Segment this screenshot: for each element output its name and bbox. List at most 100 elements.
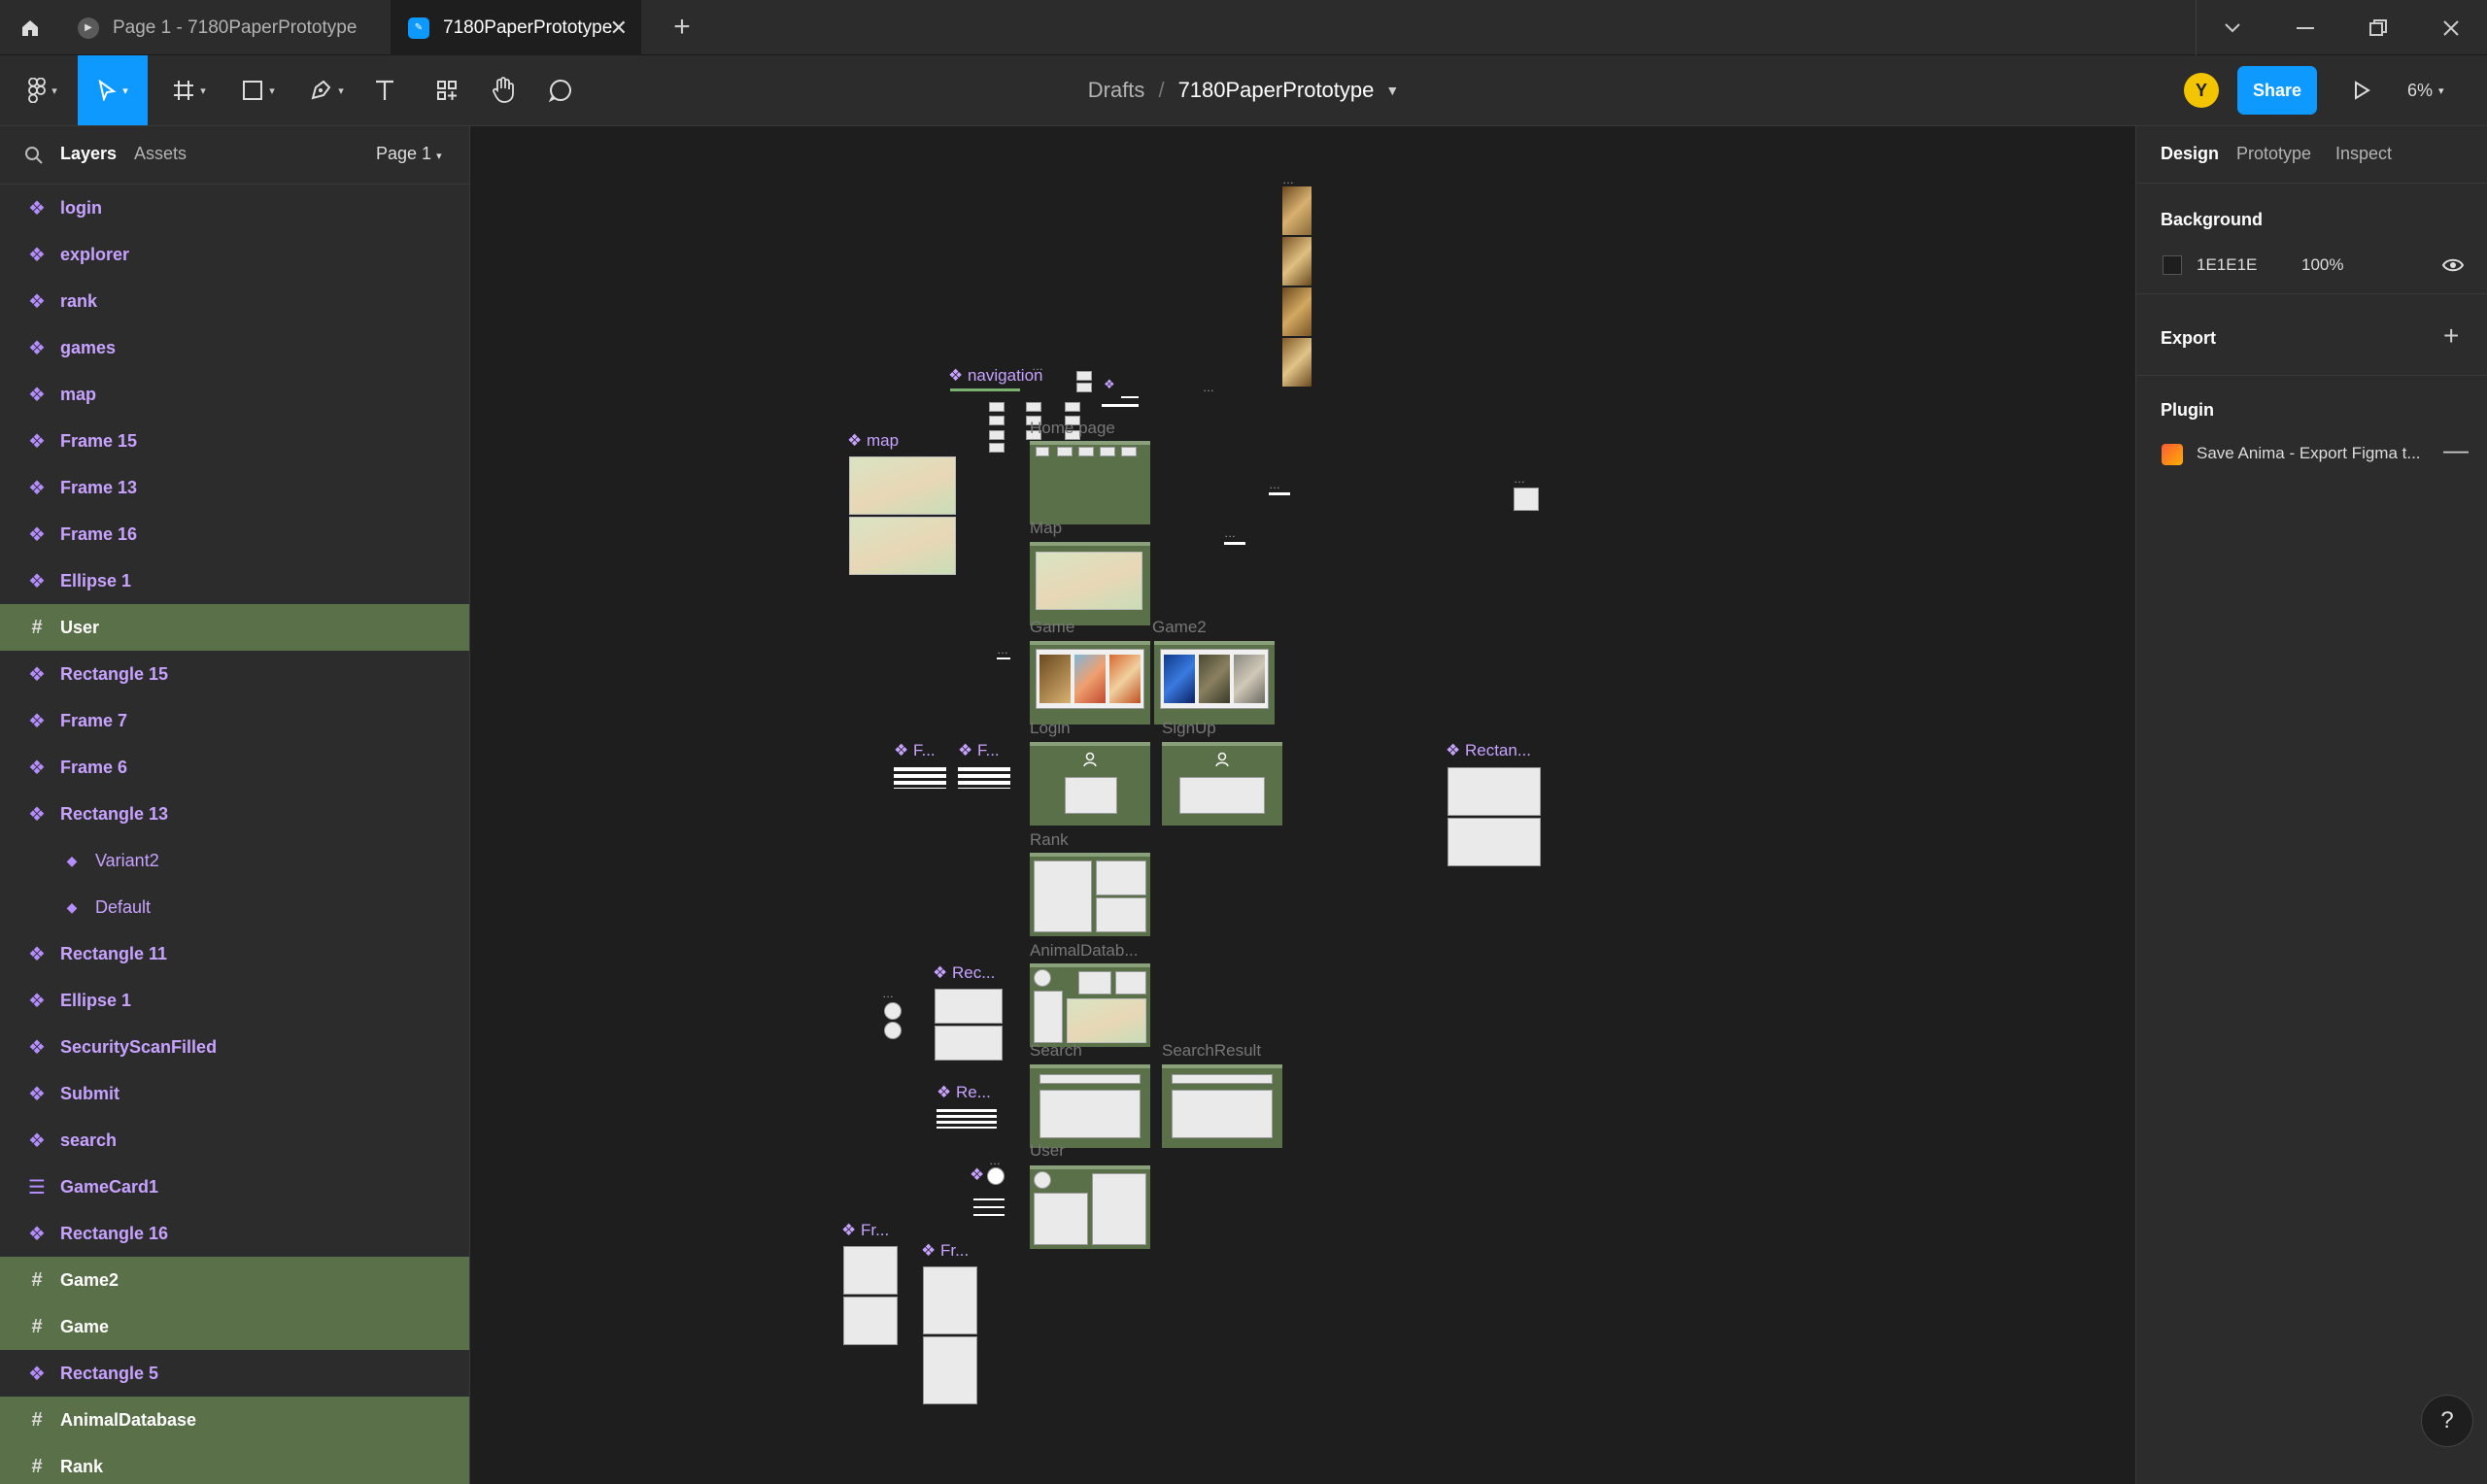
ellipse[interactable] [884,1002,902,1020]
main-menu-button[interactable]: ▾ [17,55,68,125]
ellipse[interactable] [884,1022,902,1039]
layer-item[interactable]: ❖Frame 7 [0,697,469,744]
layer-item[interactable]: ❖Rectangle 5 [0,1350,469,1397]
layer-item[interactable]: ❖Frame 15 [0,418,469,464]
nav-item[interactable] [989,430,1005,440]
file-name[interactable]: 7180PaperPrototype [1177,78,1375,102]
frame-animal-database[interactable] [1030,963,1150,1047]
nav-item[interactable] [1076,383,1092,392]
frame-map[interactable] [1030,542,1150,625]
zoom-menu[interactable]: 6% ▾ [2407,67,2475,114]
text-tool[interactable] [367,55,402,125]
canvas[interactable]: … ❖ navigation ❖ … … … … … … ❖ map Home … [470,126,2135,1484]
component-label-navigation[interactable]: ❖ navigation [948,366,1043,385]
layer-item[interactable]: ❖Ellipse 1 [0,557,469,604]
nav-item[interactable] [1026,416,1041,425]
layer-item[interactable]: ❖Frame 13 [0,464,469,511]
layer-item[interactable]: ❖rank [0,278,469,324]
navigation-bar[interactable] [950,388,1020,391]
layer-item[interactable]: ❖Rectangle 13 [0,791,469,837]
component-label-f2[interactable]: ❖ F... [958,741,1000,759]
frame-home-page[interactable] [1030,441,1150,524]
minimize-button[interactable] [2268,0,2341,55]
layer-item[interactable]: ❖login [0,185,469,231]
image-thumbnail[interactable] [1282,186,1312,235]
layer-item[interactable]: ❖explorer [0,231,469,278]
nav-item[interactable] [1076,371,1092,381]
map-thumbnail[interactable] [849,456,956,515]
layer-item[interactable]: #User [0,604,469,651]
small-card[interactable] [1514,488,1539,511]
frame-label-home[interactable]: Home page [1030,419,1115,437]
line-element[interactable] [1224,542,1245,545]
nav-item[interactable] [989,402,1005,412]
frame-label-game2[interactable]: Game2 [1152,618,1207,636]
frame-tool[interactable]: ▾ [161,55,218,125]
remove-plugin-button[interactable]: — [2443,435,2469,464]
line-element[interactable] [973,1214,1005,1216]
avatar[interactable]: Y [2184,73,2219,108]
background-color-swatch[interactable] [2163,255,2182,275]
layer-item[interactable]: ❖Frame 6 [0,744,469,791]
breadcrumb-drafts[interactable]: Drafts [1087,78,1145,102]
frame-variant[interactable] [843,1246,898,1295]
component-label-rec[interactable]: ❖ Rec... [933,963,996,982]
component-label-fr1[interactable]: ❖ Fr... [841,1221,890,1239]
layer-item[interactable]: ❖search [0,1117,469,1164]
component-label-re[interactable]: ❖ Re... [937,1083,991,1101]
component-icon[interactable]: ❖ [1104,377,1115,391]
form-lines[interactable] [894,767,946,789]
frame-signup[interactable] [1162,742,1282,826]
layer-item[interactable]: ❖games [0,324,469,371]
frame-game2[interactable] [1154,641,1275,725]
tab-inspect[interactable]: Inspect [2335,144,2393,163]
tab-assets[interactable]: Assets [134,144,187,163]
layer-item[interactable]: ❖SecurityScanFilled [0,1024,469,1070]
form-lines[interactable] [937,1109,997,1129]
tab-file[interactable]: ✎ 7180PaperPrototype ✕ [391,0,641,55]
help-button[interactable]: ? [2421,1395,2473,1447]
component-label-f1[interactable]: ❖ F... [894,741,936,759]
frame-label-search[interactable]: Search [1030,1041,1082,1060]
component-label-rectan[interactable]: ❖ Rectan... [1446,741,1532,759]
map-thumbnail[interactable] [849,517,956,575]
close-icon[interactable]: ✕ [609,16,628,40]
nav-item[interactable] [1065,416,1080,425]
frame-search[interactable] [1030,1064,1150,1148]
move-tool[interactable]: ▾ [78,55,148,125]
line-element[interactable] [1269,492,1290,495]
layer-item[interactable]: #Game2 [0,1257,469,1303]
layer-item[interactable]: ❖map [0,371,469,418]
frame-label-rank[interactable]: Rank [1030,830,1069,849]
layer-item[interactable]: #Rank [0,1443,469,1484]
tab-page1[interactable]: ▶ Page 1 - 7180PaperPrototype [60,0,391,55]
close-window-button[interactable] [2414,0,2487,55]
frame-label-game[interactable]: Game [1030,618,1075,636]
add-export-button[interactable]: + [2443,320,2460,351]
line-element[interactable] [973,1198,1005,1200]
tab-design[interactable]: Design [2161,144,2220,163]
frame-rank[interactable] [1030,853,1150,936]
layer-item[interactable]: #Game [0,1303,469,1350]
layer-item[interactable]: #AnimalDatabase [0,1397,469,1443]
frame-label-user[interactable]: User [1030,1141,1065,1160]
layer-item[interactable]: ◆Default [0,884,469,930]
layer-item[interactable]: ◆Variant2 [0,837,469,884]
frame-search-result[interactable] [1162,1064,1282,1148]
layer-item[interactable]: ❖Submit [0,1070,469,1117]
rectangle-variant[interactable] [1448,767,1541,816]
hand-tool[interactable] [482,55,525,125]
component-label-fr2[interactable]: ❖ Fr... [921,1241,970,1260]
image-thumbnail[interactable] [1282,237,1312,286]
form-lines[interactable] [958,767,1010,789]
component-label-map[interactable]: ❖ map [847,431,900,450]
frame-game[interactable] [1030,641,1150,725]
tab-prototype[interactable]: Prototype [2236,144,2312,163]
tab-layers[interactable]: Layers [60,144,118,163]
frame-user[interactable] [1030,1165,1150,1249]
background-opacity-input[interactable]: 100% [2301,255,2344,274]
search-icon[interactable] [21,143,47,168]
line-element[interactable] [973,1206,1005,1208]
layer-item[interactable]: ❖Rectangle 15 [0,651,469,697]
nav-item[interactable] [989,443,1005,453]
